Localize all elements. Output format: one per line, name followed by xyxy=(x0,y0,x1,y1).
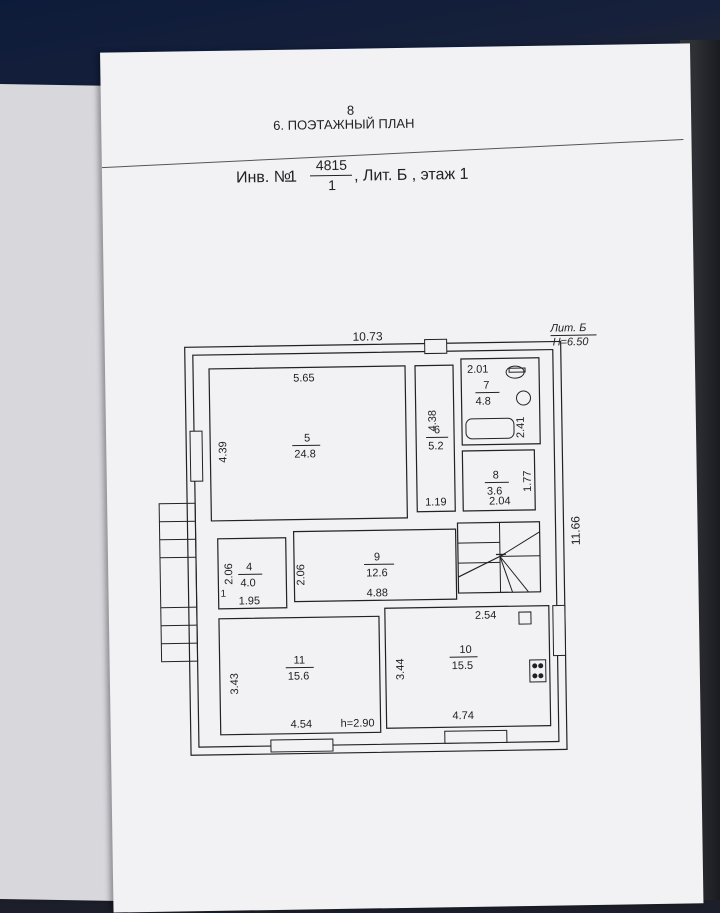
svg-text:2.04: 2.04 xyxy=(489,495,511,507)
svg-text:8: 8 xyxy=(493,469,499,481)
svg-text:4.74: 4.74 xyxy=(452,710,474,722)
svg-text:2.41: 2.41 xyxy=(515,417,527,439)
svg-text:3.44: 3.44 xyxy=(395,658,407,680)
entrance-mark: 1 xyxy=(220,589,226,600)
overall-width: 10.73 xyxy=(352,329,383,343)
lit-label: Лит. Б xyxy=(549,322,586,335)
room-label-10: 10 15.5 xyxy=(449,644,477,672)
entrance-stairs xyxy=(159,503,197,662)
svg-text:4.38: 4.38 xyxy=(427,410,439,432)
svg-text:4.0: 4.0 xyxy=(240,577,255,589)
svg-text:5.2: 5.2 xyxy=(428,440,443,452)
svg-text:4.39: 4.39 xyxy=(217,441,229,463)
stove-icon xyxy=(530,660,546,682)
svg-text:1.77: 1.77 xyxy=(522,470,534,492)
svg-text:10: 10 xyxy=(459,644,471,656)
svg-text:24.8: 24.8 xyxy=(294,448,316,460)
svg-text:11: 11 xyxy=(294,654,306,666)
svg-text:2.54: 2.54 xyxy=(475,609,497,621)
room-label-5: 5 24.8 xyxy=(292,432,320,460)
svg-text:4.8: 4.8 xyxy=(475,396,490,408)
svg-text:1.95: 1.95 xyxy=(239,595,261,607)
svg-text:2.01: 2.01 xyxy=(467,364,489,376)
svg-text:5.65: 5.65 xyxy=(293,372,315,384)
svg-text:3.43: 3.43 xyxy=(229,673,241,695)
svg-text:4.88: 4.88 xyxy=(366,587,388,599)
svg-text:4.54: 4.54 xyxy=(291,718,313,730)
windows xyxy=(189,337,567,753)
overall-depth: 11.66 xyxy=(568,516,582,546)
room-label-8: 8 3.6 xyxy=(485,469,509,497)
svg-text:5: 5 xyxy=(304,432,310,444)
outer-wall-inner xyxy=(193,350,559,748)
height-label: H=6.50 xyxy=(553,336,590,349)
svg-text:15.5: 15.5 xyxy=(452,660,474,672)
sink-icon xyxy=(519,612,531,624)
frame-line xyxy=(102,139,684,167)
inner-staircase xyxy=(457,522,540,593)
document-page: 8 6. ПОЭТАЖНЫЙ ПЛАН Инв. № 1 4815 1 , Ли… xyxy=(100,43,703,912)
svg-text:2.06: 2.06 xyxy=(223,563,235,585)
floor-plan: 10.73 Лит. Б H=6.50 11.66 5 24.8 6 5.2 7… xyxy=(100,43,703,912)
outer-wall xyxy=(185,341,567,755)
room-label-4: 4 4.0 xyxy=(238,561,262,589)
svg-text:2.06: 2.06 xyxy=(295,564,307,586)
svg-text:4: 4 xyxy=(246,561,252,573)
svg-text:9: 9 xyxy=(374,551,380,563)
room-label-7: 7 4.8 xyxy=(475,379,499,407)
room-6 xyxy=(415,365,455,512)
svg-text:7: 7 xyxy=(483,380,489,392)
ceiling-height: h=2.90 xyxy=(341,717,375,730)
svg-text:1.19: 1.19 xyxy=(425,496,447,508)
svg-text:12.6: 12.6 xyxy=(366,567,388,579)
room-label-9: 9 12.6 xyxy=(364,551,394,579)
svg-text:15.6: 15.6 xyxy=(288,670,310,682)
room-label-11: 11 15.6 xyxy=(286,654,314,682)
